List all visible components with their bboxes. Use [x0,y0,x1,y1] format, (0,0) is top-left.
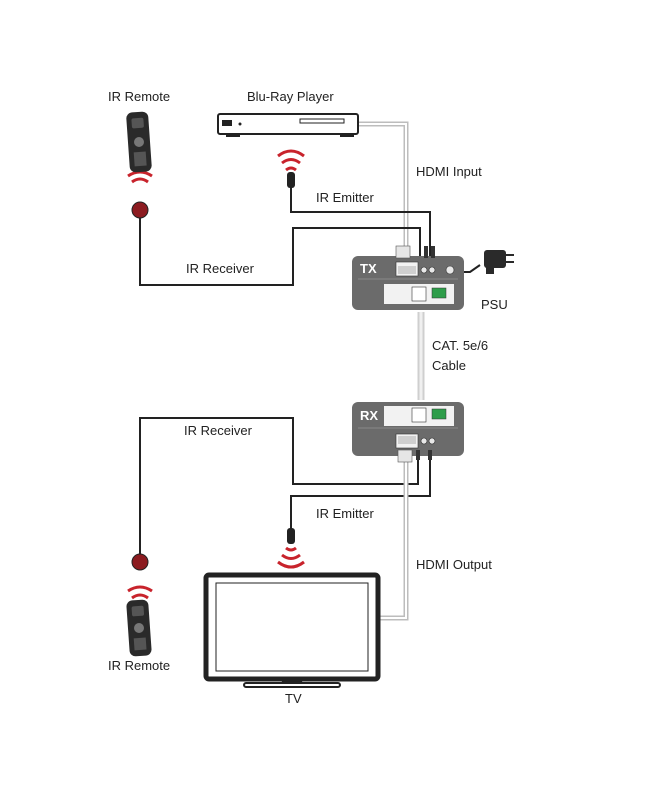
ir-emitter-label-bottom: IR Emitter [316,506,374,521]
cat-cable-label-line2: Cable [432,358,466,373]
ir-remote-label-bottom: IR Remote [108,658,170,673]
tv-icon [203,572,381,688]
hdmi-output-label: HDMI Output [416,557,492,572]
ir-receiver-cable-bottom [139,417,419,555]
tv-label: TV [285,691,302,706]
ir-emitter-label-top: IR Emitter [316,190,374,205]
tx-label: TX [360,261,377,276]
hdmi-input-label: HDMI Input [416,164,482,179]
ir-remote-icon-bottom [126,585,153,657]
hdmi-input-cable [358,121,409,250]
ir-remote-label-top: IR Remote [108,89,170,104]
ir-emitter-cable-top [290,188,431,258]
ir-remote-icon-top [126,111,153,184]
bluray-player-icon [217,113,359,137]
ir-receiver-sensor-bottom [131,553,149,571]
rx-label: RX [360,408,378,423]
bluray-player-label: Blu-Ray Player [247,89,334,104]
ir-receiver-cable-top [139,218,421,286]
hdmi-output-cable [378,460,409,621]
ir-receiver-label-bottom: IR Receiver [184,423,253,438]
rx-box: RX [352,402,464,463]
ir-emitter-cable-bottom [290,458,431,530]
ir-emitter-icon-bottom [277,528,305,569]
ir-emitter-icon-top [277,149,305,188]
psu-label: PSU [481,297,508,312]
ir-receiver-sensor-top [131,201,149,219]
ir-receiver-label-top: IR Receiver [186,261,255,276]
tx-box: TX [352,245,464,310]
cat-cable-label-line1: CAT. 5e/6 [432,338,488,353]
psu-adapter [484,250,514,274]
